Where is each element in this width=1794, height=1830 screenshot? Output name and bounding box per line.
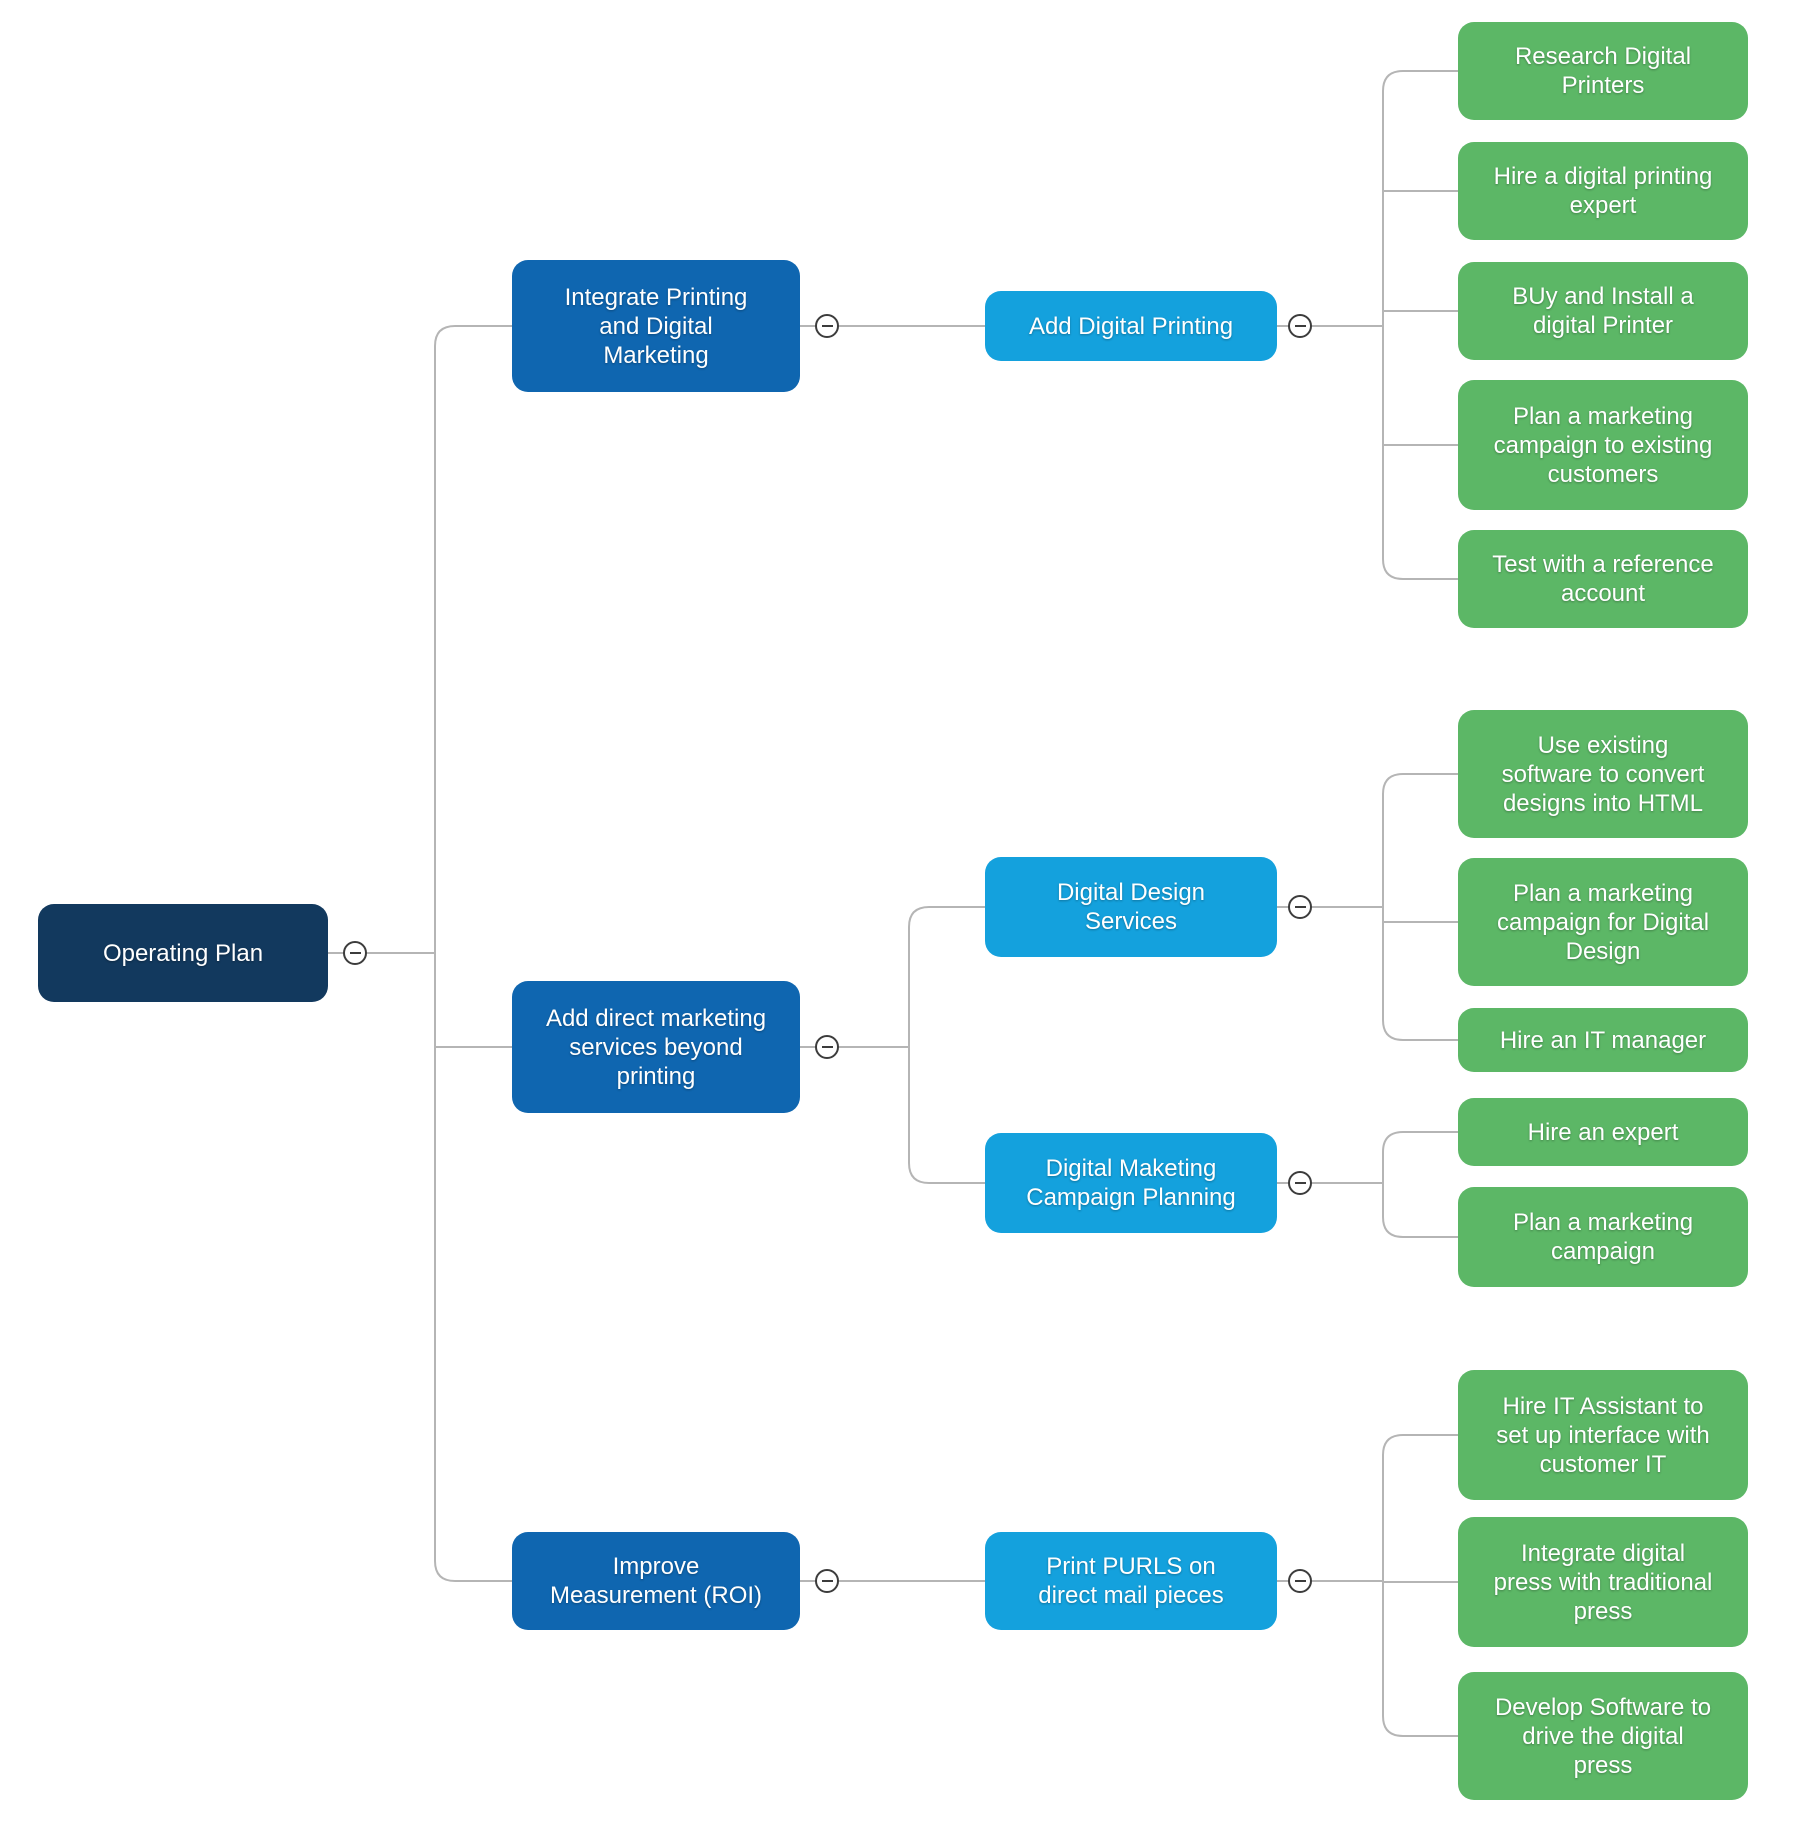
node-hire-digital-printing-expert[interactable]: Hire a digital printing expert	[1458, 142, 1748, 240]
minus-icon	[821, 325, 833, 327]
minus-icon	[1294, 325, 1306, 327]
node-operating-plan[interactable]: Operating Plan	[38, 904, 328, 1002]
minus-icon	[1294, 1182, 1306, 1184]
connector-group3-bracket	[1382, 1131, 1458, 1238]
node-use-existing-software-convert-html[interactable]: Use existing software to convert designs…	[1458, 710, 1748, 838]
node-integrate-digital-press[interactable]: Integrate digital press with traditional…	[1458, 1517, 1748, 1647]
connector-trunk	[434, 325, 512, 1582]
node-add-direct-marketing-services[interactable]: Add direct marketing services beyond pri…	[512, 981, 800, 1113]
minus-icon	[821, 1046, 833, 1048]
node-hire-it-manager[interactable]: Hire an IT manager	[1458, 1008, 1748, 1072]
minus-icon	[821, 1580, 833, 1582]
node-digital-design-services[interactable]: Digital Design Services	[985, 857, 1277, 957]
connector-group1-bracket	[1382, 70, 1458, 580]
node-integrate-printing-and-digital-marketing[interactable]: Integrate Printing and Digital Marketing	[512, 260, 800, 392]
node-digital-maketing-campaign-planning[interactable]: Digital Maketing Campaign Planning	[985, 1133, 1277, 1233]
collapse-button-integrate-printing[interactable]	[815, 314, 839, 338]
collapse-button-digital-maketing-planning[interactable]	[1288, 1171, 1312, 1195]
connector-group4-bracket	[1382, 1434, 1458, 1737]
node-improve-measurement-roi[interactable]: Improve Measurement (ROI)	[512, 1532, 800, 1630]
node-plan-campaign-existing-customers[interactable]: Plan a marketing campaign to existing cu…	[1458, 380, 1748, 510]
connector-group2-bracket	[1382, 773, 1458, 1041]
node-develop-software-drive-press[interactable]: Develop Software to drive the digital pr…	[1458, 1672, 1748, 1800]
minus-icon	[1294, 906, 1306, 908]
node-plan-campaign-digital-design[interactable]: Plan a marketing campaign for Digital De…	[1458, 858, 1748, 986]
node-add-digital-printing[interactable]: Add Digital Printing	[985, 291, 1277, 361]
node-hire-it-assistant-interface[interactable]: Hire IT Assistant to set up interface wi…	[1458, 1370, 1748, 1500]
node-plan-marketing-campaign[interactable]: Plan a marketing campaign	[1458, 1187, 1748, 1287]
minus-icon	[1294, 1580, 1306, 1582]
collapse-button-print-purls[interactable]	[1288, 1569, 1312, 1593]
node-hire-an-expert[interactable]: Hire an expert	[1458, 1098, 1748, 1166]
node-test-with-reference-account[interactable]: Test with a reference account	[1458, 530, 1748, 628]
collapse-button-add-digital-printing[interactable]	[1288, 314, 1312, 338]
node-print-purls-on-direct-mail-pieces[interactable]: Print PURLS on direct mail pieces	[985, 1532, 1277, 1630]
connector-branch2-bracket	[908, 906, 985, 1184]
collapse-button-operating-plan[interactable]	[343, 941, 367, 965]
collapse-button-digital-design-services[interactable]	[1288, 895, 1312, 919]
node-buy-and-install-digital-printer[interactable]: BUy and Install a digital Printer	[1458, 262, 1748, 360]
node-research-digital-printers[interactable]: Research Digital Printers	[1458, 22, 1748, 120]
collapse-button-add-direct-marketing[interactable]	[815, 1035, 839, 1059]
minus-icon	[349, 952, 361, 954]
collapse-button-improve-measurement[interactable]	[815, 1569, 839, 1593]
